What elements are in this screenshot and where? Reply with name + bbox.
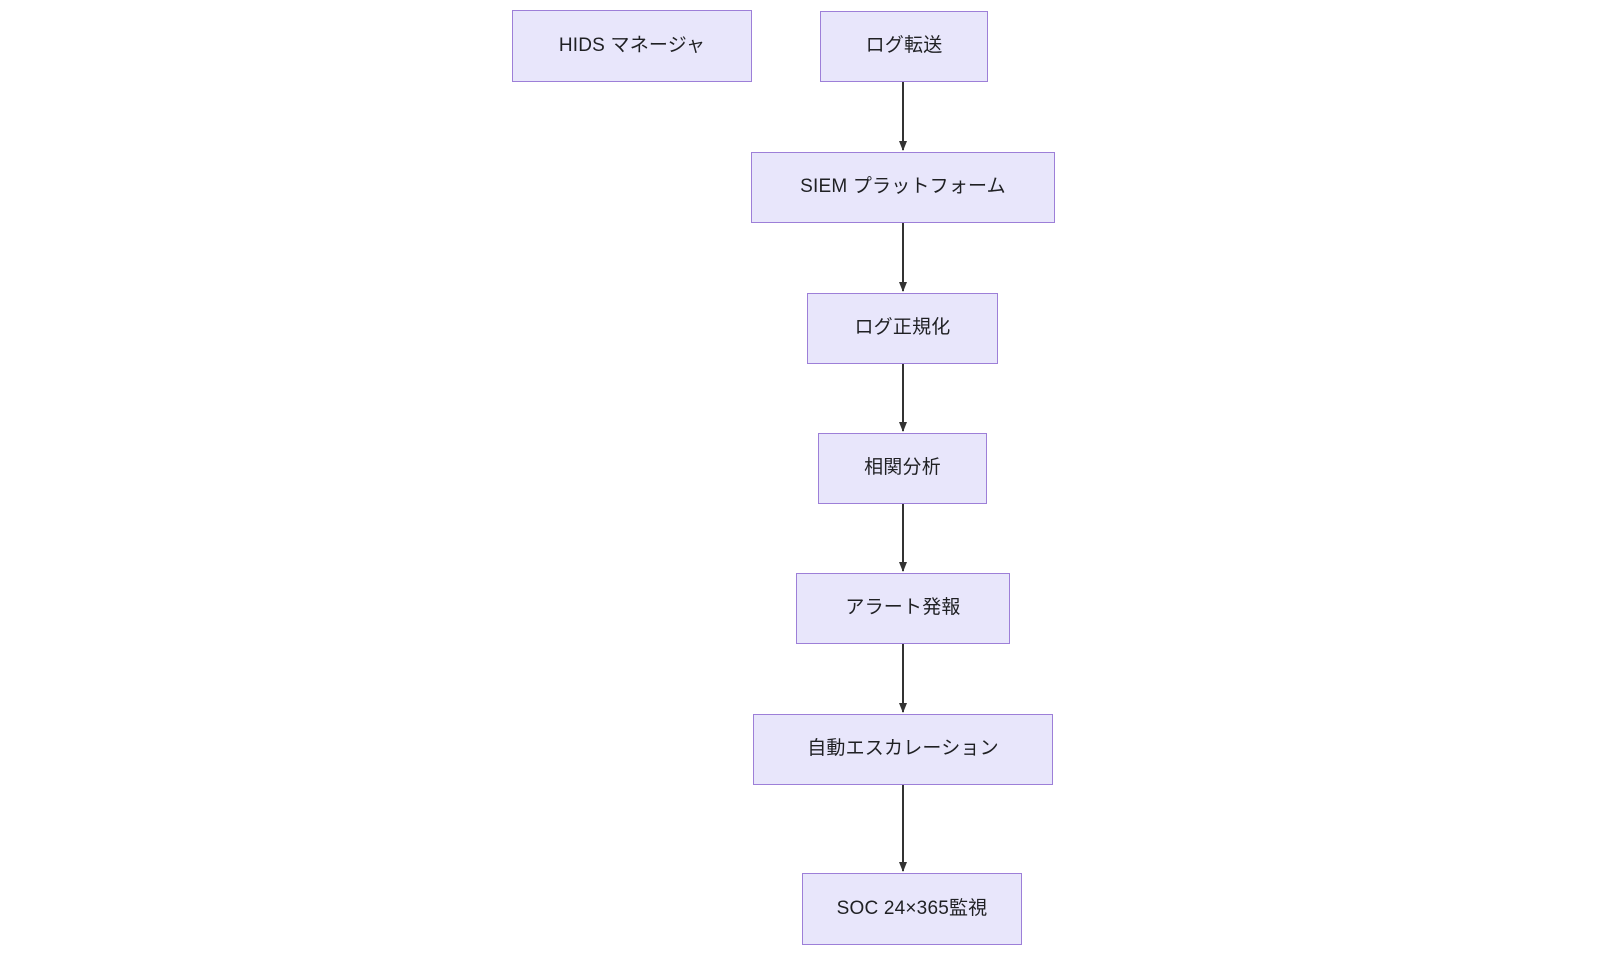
node-label-auto-escalation: 自動エスカレーション	[807, 738, 999, 760]
node-label-hids-manager: HIDS マネージャ	[558, 34, 706, 56]
node-label-correlation-analysis: 相関分析	[864, 457, 941, 479]
node-label-soc-monitoring: SOC 24×365監視	[836, 897, 988, 919]
node-alert-issuance[interactable]: アラート発報	[796, 573, 1010, 644]
node-log-normalization[interactable]: ログ正規化	[807, 293, 998, 364]
node-label-siem-platform: SIEM プラットフォーム	[800, 176, 1006, 198]
node-label-log-forwarding: ログ転送	[865, 35, 943, 57]
node-label-log-normalization: ログ正規化	[854, 317, 951, 339]
node-siem-platform[interactable]: SIEM プラットフォーム	[751, 152, 1055, 223]
node-label-alert-issuance: アラート発報	[845, 597, 961, 619]
node-correlation-analysis[interactable]: 相関分析	[818, 433, 987, 504]
node-log-forwarding[interactable]: ログ転送	[820, 11, 988, 82]
node-hids-manager[interactable]: HIDS マネージャ	[512, 10, 752, 82]
node-soc-monitoring[interactable]: SOC 24×365監視	[802, 873, 1022, 945]
node-auto-escalation[interactable]: 自動エスカレーション	[753, 714, 1053, 785]
